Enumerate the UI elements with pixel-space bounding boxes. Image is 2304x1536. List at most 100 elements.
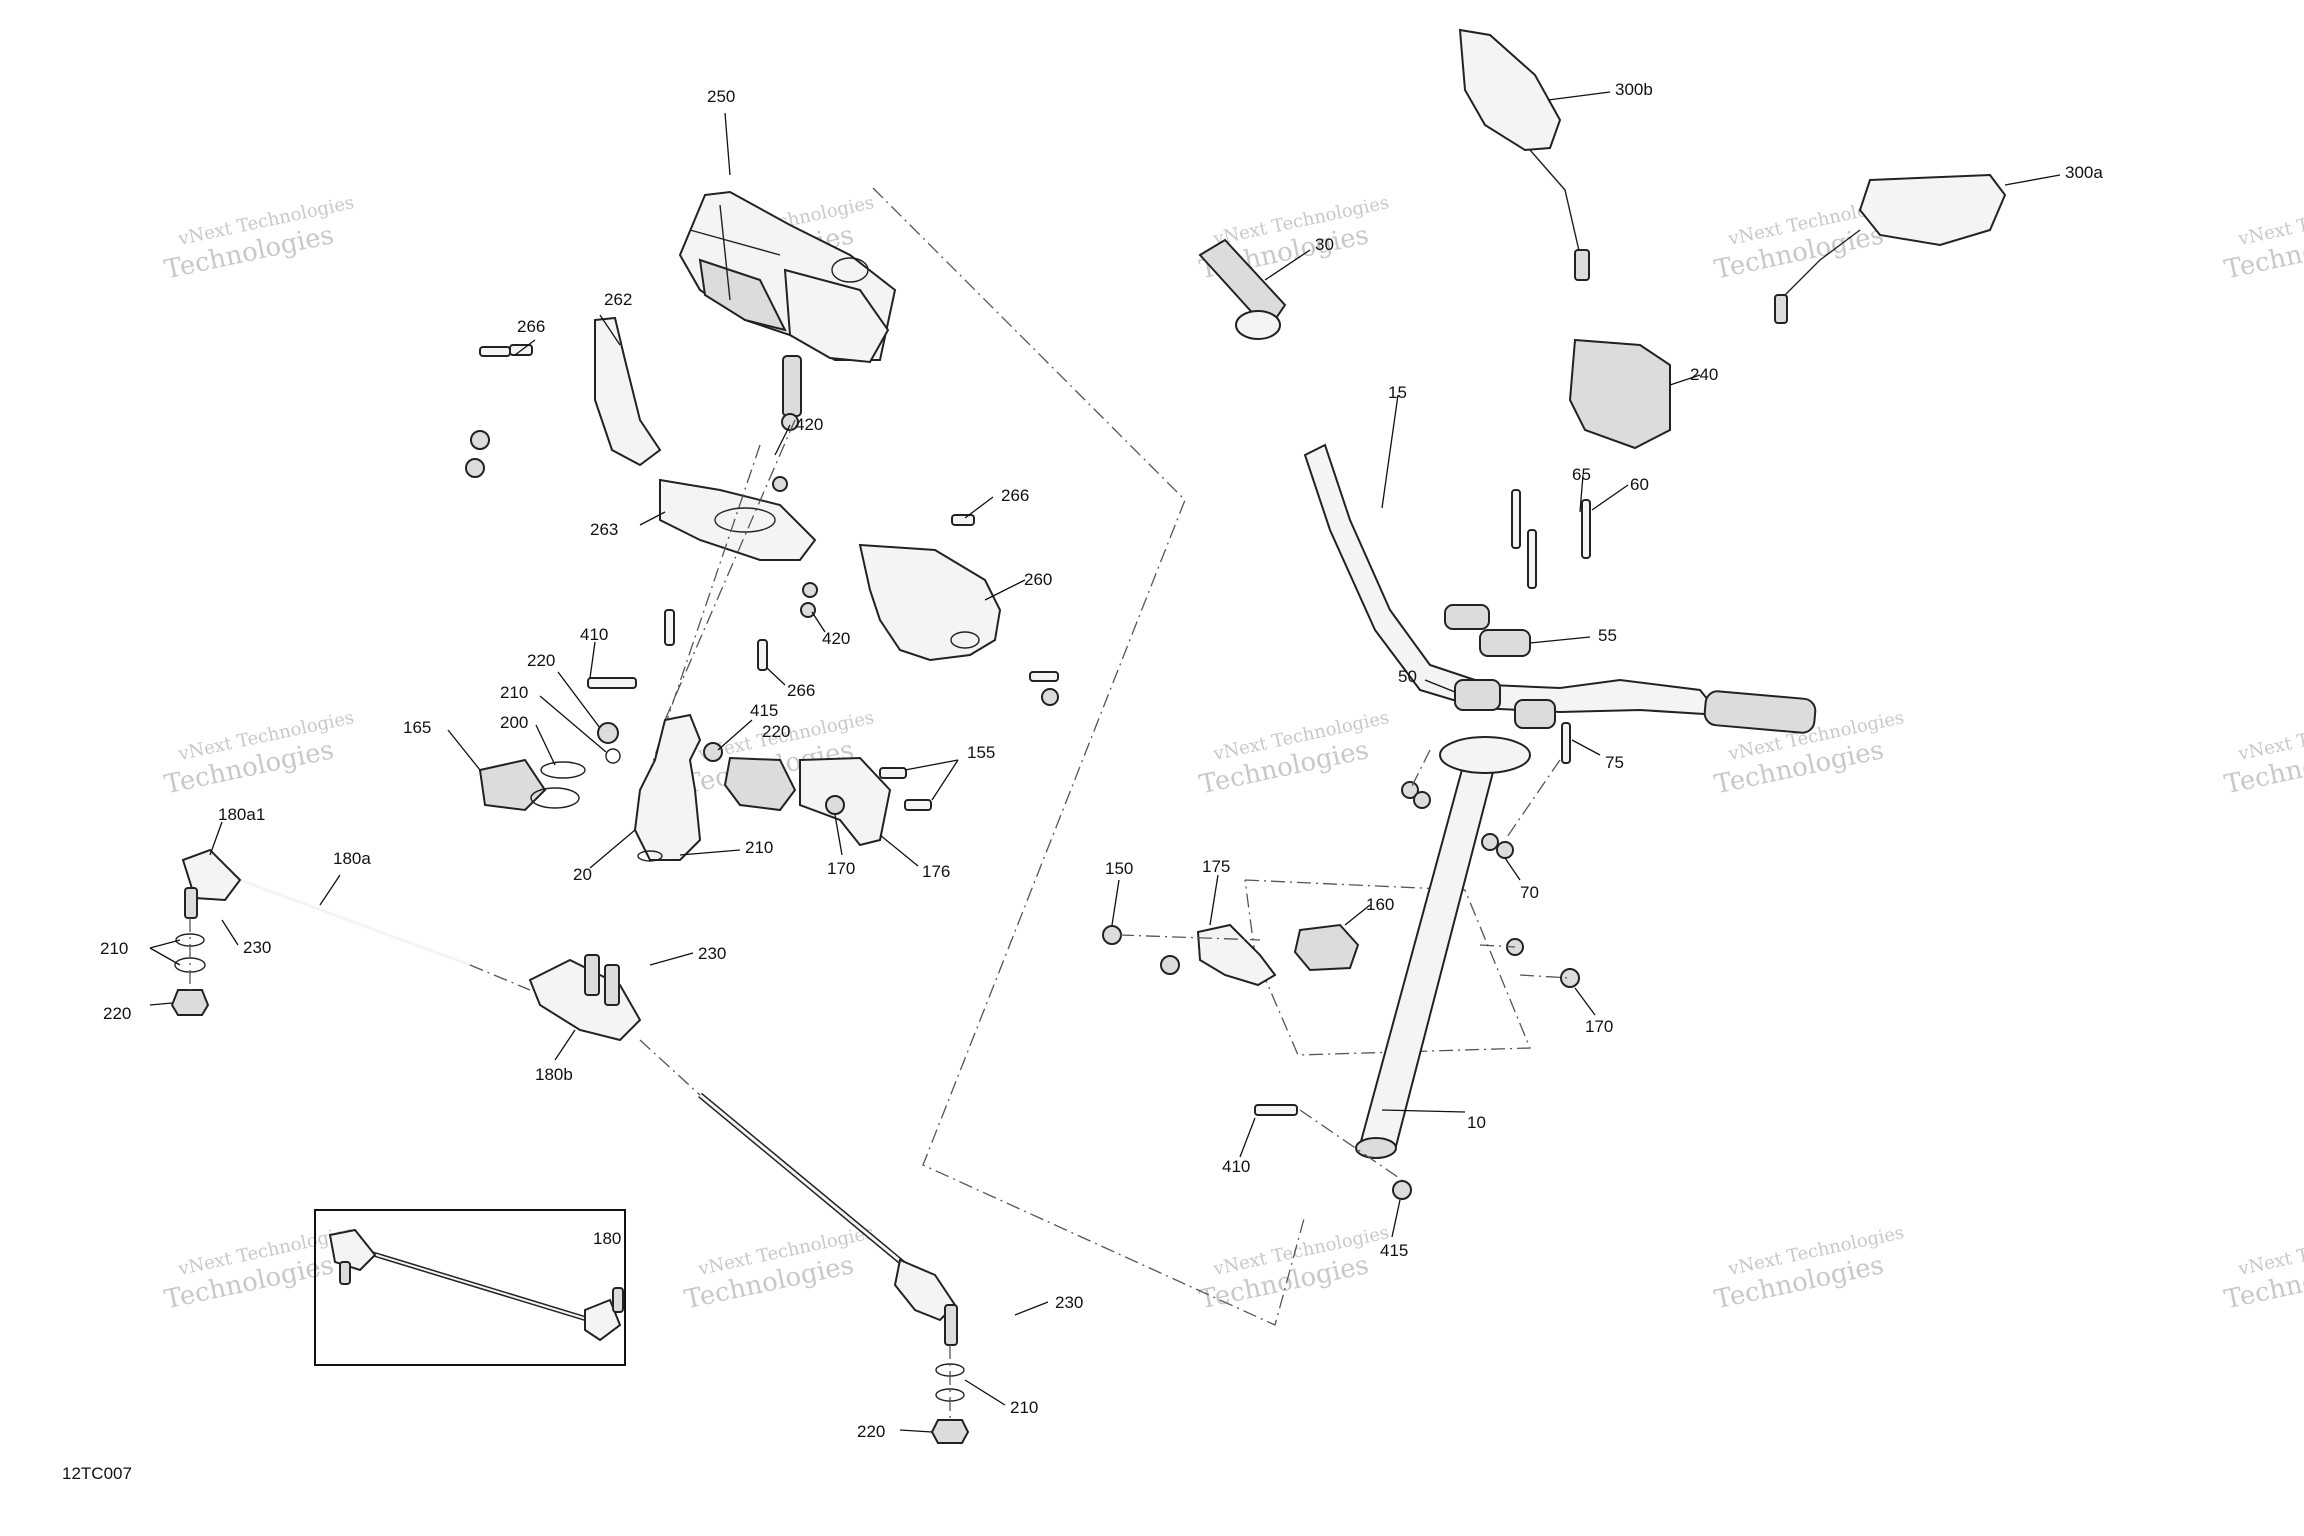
watermark: vNext Technologies Technologies — [2222, 707, 2304, 800]
label-210: 210 — [100, 939, 128, 958]
label-415: 415 — [1380, 1241, 1408, 1260]
right-grip — [1703, 690, 1817, 734]
label-60: 60 — [1630, 475, 1649, 494]
label-155: 155 — [967, 743, 995, 762]
handlebar-switch-240 — [1568, 338, 1671, 450]
label-50: 50 — [1398, 667, 1417, 686]
handlebar-15 — [1303, 443, 1723, 717]
label-165: 165 — [403, 718, 431, 737]
label-410: 410 — [1222, 1157, 1250, 1176]
bearing-block-220 — [723, 756, 797, 812]
nut-170-right — [1560, 968, 1580, 988]
label-220: 220 — [103, 1004, 131, 1023]
o-ring-lower — [530, 787, 580, 809]
support-bracket-175 — [1196, 923, 1277, 987]
label-250: 250 — [707, 87, 735, 106]
label-65: 65 — [1572, 465, 1591, 484]
bolt-65a — [1511, 489, 1521, 549]
mirror-300b-mount — [1574, 249, 1590, 281]
label-210: 210 — [500, 683, 528, 702]
nut-70c — [1481, 833, 1499, 851]
nut-70a — [1401, 781, 1419, 799]
clamp-upper-left — [1444, 604, 1490, 630]
label-55: 55 — [1598, 626, 1617, 645]
tie-rod-left — [181, 848, 471, 967]
inset-box-180 — [314, 1209, 626, 1366]
label-420: 420 — [822, 629, 850, 648]
label-150: 150 — [1105, 859, 1133, 878]
watermark: vNext Technologies Technologies — [162, 707, 356, 800]
bracket-176 — [799, 756, 892, 847]
part-labels: 250 262 266 420 263 266 260 420 266 410 … — [100, 80, 2103, 1441]
watermark: vNext Technologies Technologies — [682, 1222, 876, 1315]
tie-rod-assembly-inset — [328, 1228, 624, 1342]
label-210: 210 — [1010, 1398, 1038, 1417]
label-300a: 300a — [2065, 163, 2103, 182]
nut-150 — [1102, 925, 1122, 945]
clamp-50-left — [1454, 679, 1501, 711]
diagram-code: 12TC007 — [62, 1464, 132, 1483]
plate-hole — [714, 507, 776, 533]
clamp-50-right — [1514, 699, 1556, 729]
nut-220-right — [930, 1419, 970, 1444]
bolt-65b — [1527, 529, 1537, 589]
label-200: 200 — [500, 713, 528, 732]
bracket-hole — [950, 631, 980, 649]
label-180a: 180a — [333, 849, 371, 868]
label-15: 15 — [1388, 383, 1407, 402]
tie-rod-right — [698, 1092, 958, 1346]
mirror-300a-mount — [1774, 294, 1788, 324]
watermark: vNext Technologies Technologies — [1712, 1222, 1906, 1315]
nut-415 — [703, 742, 723, 762]
label-10: 10 — [1467, 1113, 1486, 1132]
left-grip-30 — [1198, 238, 1287, 332]
lower-mounting-bracket — [858, 543, 1002, 662]
label-410: 410 — [580, 625, 608, 644]
label-220: 220 — [527, 651, 555, 670]
mirror-300a — [1858, 173, 2007, 247]
bolt-75 — [1561, 722, 1571, 764]
washer-210b — [637, 850, 663, 862]
label-180a1: 180a1 — [218, 805, 265, 824]
nut-70d — [1496, 841, 1514, 859]
power-steering-unit — [678, 190, 897, 417]
column-top-flange — [1439, 736, 1531, 774]
nut-170 — [825, 795, 845, 815]
label-240: 240 — [1690, 365, 1718, 384]
mirror-300a-stem — [1779, 229, 1861, 301]
label-70: 70 — [1520, 883, 1539, 902]
label-170: 170 — [827, 859, 855, 878]
label-415: 415 — [750, 701, 778, 720]
label-230: 230 — [243, 938, 271, 957]
bolt-410 — [587, 677, 637, 689]
nut-220 — [597, 722, 619, 744]
leader-lines — [149, 91, 2061, 1433]
label-75: 75 — [1605, 753, 1624, 772]
label-176: 176 — [922, 862, 950, 881]
label-210: 210 — [745, 838, 773, 857]
label-180: 180 — [593, 1229, 621, 1248]
watermark: vNext Technologies Technologies — [2222, 192, 2304, 285]
label-262: 262 — [604, 290, 632, 309]
label-230: 230 — [1055, 1293, 1083, 1312]
label-230: 230 — [698, 944, 726, 963]
bolt-set-266 — [465, 344, 1059, 706]
label-170: 170 — [1585, 1017, 1613, 1036]
nut-415-right — [1392, 1180, 1412, 1200]
mirror-300b — [1458, 28, 1562, 152]
bolt-155a — [879, 767, 907, 779]
label-220: 220 — [762, 722, 790, 741]
label-20: 20 — [573, 865, 592, 884]
steering-column-housing — [633, 713, 702, 861]
bolt-155b — [904, 799, 932, 811]
nut-220-left — [170, 989, 210, 1016]
watermark: vNext Technologies Technologies — [1197, 707, 1391, 800]
label-260: 260 — [1024, 570, 1052, 589]
label-300b: 300b — [1615, 80, 1653, 99]
nut-70b — [1413, 791, 1431, 809]
tie-rod-center-joint — [528, 954, 642, 1042]
bolt-60 — [1581, 499, 1591, 559]
washer-210a — [605, 748, 621, 764]
label-263: 263 — [590, 520, 618, 539]
